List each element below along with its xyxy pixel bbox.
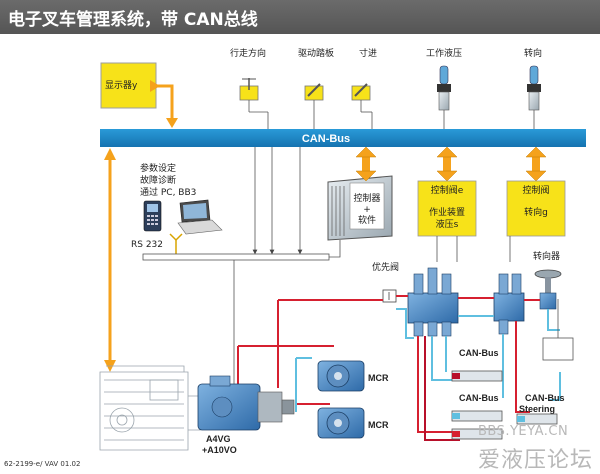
pedal-icon (304, 83, 324, 101)
can-bus-bar (100, 129, 586, 147)
work-joystick-icon (437, 65, 451, 111)
display-bus-arrow (156, 84, 174, 124)
priority-valve-label: 优先阀 (372, 261, 399, 273)
steering-small-label: Steering (519, 404, 555, 414)
display-bus-arrowhead (166, 118, 178, 128)
input-label-steering: 转向 (524, 47, 542, 59)
valve-g-line1: 控制阀 (522, 184, 549, 196)
pump-label-line2: +A10VO (202, 445, 237, 455)
controller-line1: 控制器 (353, 192, 380, 204)
steering-joystick-icon (527, 65, 541, 111)
handheld-terminal-icon (143, 200, 162, 232)
sub-bus-connectors (233, 147, 341, 386)
valve-e-line2: 作业装置 (429, 206, 465, 218)
controller-line2: + (363, 205, 371, 215)
sub-bus-bar (142, 253, 330, 261)
mcr-label-2: MCR (368, 420, 389, 430)
laptop-icon (177, 199, 223, 235)
can-bus-label: CAN-Bus (302, 133, 350, 145)
bus-arrow-valve-g (525, 146, 547, 182)
rs232-label: RS 232 (131, 240, 163, 250)
lift-cylinder-3 (451, 428, 503, 440)
connector-y-icon (169, 233, 183, 242)
steering-cylinder (516, 413, 558, 425)
steering-unit-label: 转向器 (533, 250, 560, 262)
watermark-en: BBS.YEYA.CN (478, 424, 569, 439)
valve-e-box (417, 180, 477, 237)
valve-e-line1: 控制阀e (431, 184, 464, 196)
pump-icon (197, 375, 295, 431)
valve-g-line2: 转向g (524, 206, 548, 218)
footer-code: 62-2199-e/ VAV 01.02 (4, 460, 81, 468)
diag-line3: 通过 PC, BB3 (140, 186, 196, 198)
can-bus-sub-label-3: CAN-Bus (525, 393, 565, 403)
display-label: 显示器y (105, 80, 138, 91)
watermark-cn: 爱液压论坛 (478, 448, 594, 473)
can-bus-sub-label-1: CAN-Bus (459, 348, 499, 358)
steering-valve-block (493, 273, 525, 335)
mcr-label-1: MCR (368, 373, 389, 383)
can-bus-sub-label-2: CAN-Bus (459, 393, 499, 403)
page-title: 电子叉车管理系统，带 CAN总线 (8, 10, 258, 30)
input-label-inching: 寸进 (359, 47, 377, 59)
steering-wheel-unit-icon (534, 269, 562, 310)
valve-box-connectors (436, 236, 511, 262)
input-label-pedal: 驱动踏板 (298, 47, 334, 59)
display-box (100, 62, 157, 109)
lift-cylinder-1 (451, 370, 503, 382)
controller-line3: 软件 (358, 214, 376, 226)
travel-switch-icon (239, 78, 259, 101)
input-label-travel: 行走方向 (230, 47, 266, 59)
mcr-motor-1 (317, 360, 365, 392)
input-connectors (248, 100, 535, 129)
title-bar (0, 0, 600, 34)
input-label-work-hydraulics: 工作液压 (426, 47, 462, 59)
display-arrowhead (150, 80, 160, 92)
left-arrow-top (104, 148, 116, 160)
diag-line2: 故障诊断 (140, 174, 176, 186)
small-controller-box (542, 337, 574, 361)
valve-g-box (506, 180, 566, 237)
bus-arrow-controller (355, 146, 377, 182)
inching-pedal-icon (351, 83, 371, 101)
pump-label-line1: A4VG (206, 434, 231, 444)
main-controller-icon (327, 175, 393, 241)
lift-cylinder-2 (451, 410, 503, 422)
priority-valve-symbol (382, 289, 397, 303)
engine-icon (99, 365, 201, 451)
diag-line1: 参数设定 (140, 162, 176, 174)
work-valve-block (407, 267, 459, 337)
mcr-motor-2 (317, 407, 365, 439)
bus-arrow-valve-e (436, 146, 458, 182)
hydraulic-lines (237, 295, 561, 441)
valve-e-line3: 液压s (436, 218, 459, 230)
